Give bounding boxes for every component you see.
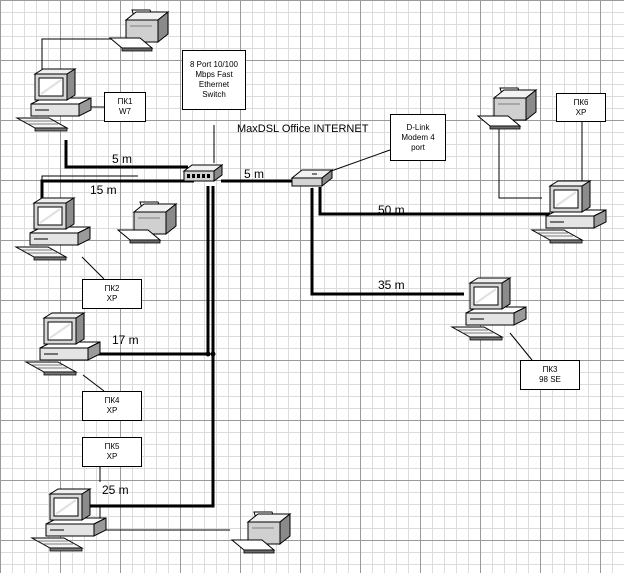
pc6-label-box: ПК6 XP [556,93,606,122]
pc3-name: ПК3 [542,365,558,374]
pc5-label-box: ПК5 XP [82,437,142,467]
pc1-printer-link [41,38,118,74]
ethernet-cables [40,140,550,508]
modem-label-line-1: D-Link [406,122,430,132]
cable-modem-pc3 [310,188,464,296]
computer-pc2-icon[interactable] [15,197,91,261]
modem-label-line-2: Modem 4 [401,132,435,142]
cable-length-pc6: 50 m [378,203,405,217]
pc6-os: XP [575,107,587,117]
switch-label-line-1: 8 Port 10/100 [189,60,239,69]
switch-label-line-4: Switch [202,90,226,99]
cable-length-pc2: 15 m [90,183,117,197]
pc5-name: ПК5 [104,442,120,451]
cable-pc5-switch [88,186,215,508]
computer-pc3-icon[interactable] [451,277,527,341]
pc2-label-box: ПК2 XP [82,279,142,309]
computer-pc5-icon[interactable] [31,488,107,552]
printer-pc5-icon[interactable] [231,511,291,554]
dsl-modem-icon[interactable] [290,168,334,188]
pc4-label-box: ПК4 XP [82,391,142,421]
printer-pc1-icon[interactable] [109,9,169,52]
switch-label-box: 8 Port 10/100 Mbps Fast Ethernet Switch [182,50,246,110]
pc3-label-box: ПК3 98 SE [520,360,580,390]
pc4-label-leader [82,374,105,392]
pc2-name: ПК2 [104,284,120,293]
cable-length-pc4: 17 m [112,333,139,347]
cable-length-pc1: 5 m [112,152,133,166]
pc3-label-leader [509,332,533,361]
pc2-os: XP [106,294,118,303]
cable-pc1-switch [64,140,188,169]
pc5-printer-link [99,506,230,531]
printer-pc2-icon[interactable] [117,201,177,244]
cable-length-switch-modem: 5 m [244,167,265,181]
printer-pc6-icon[interactable] [477,87,537,130]
pc4-os: XP [106,406,118,415]
ethernet-switch-icon[interactable] [182,164,224,182]
pc1-label-box: ПК1 W7 [104,92,146,122]
pc4-name: ПК4 [104,396,120,405]
cable-modem-pc6 [318,187,550,216]
cable-length-pc5: 25 m [102,483,129,497]
modem-label-line-3: port [411,142,425,152]
pc3-os: 98 SE [539,375,561,384]
junction-dot-pc5 [210,351,216,357]
pc1-os: W7 [119,107,131,116]
modem-label-box: D-Link Modem 4 port [390,114,446,161]
pc5-os: XP [106,452,118,461]
modem-caption: MaxDSL Office INTERNET [237,123,369,135]
junction-dot-pc4 [205,351,211,357]
computer-pc4-icon[interactable] [25,312,101,376]
computer-pc6-icon[interactable] [531,180,607,244]
switch-label-line-3: Ethernet [198,80,230,89]
cable-length-pc3: 35 m [378,278,405,292]
computer-pc1-icon[interactable] [16,68,92,132]
pc2-label-leader [81,256,105,280]
cable-pc2-switch [40,179,194,203]
switch-label-line-2: Mbps Fast [195,70,233,79]
pc1-name: ПК1 [117,97,133,106]
pc6-printer-link [498,124,542,199]
pc6-name: ПК6 [573,97,589,107]
